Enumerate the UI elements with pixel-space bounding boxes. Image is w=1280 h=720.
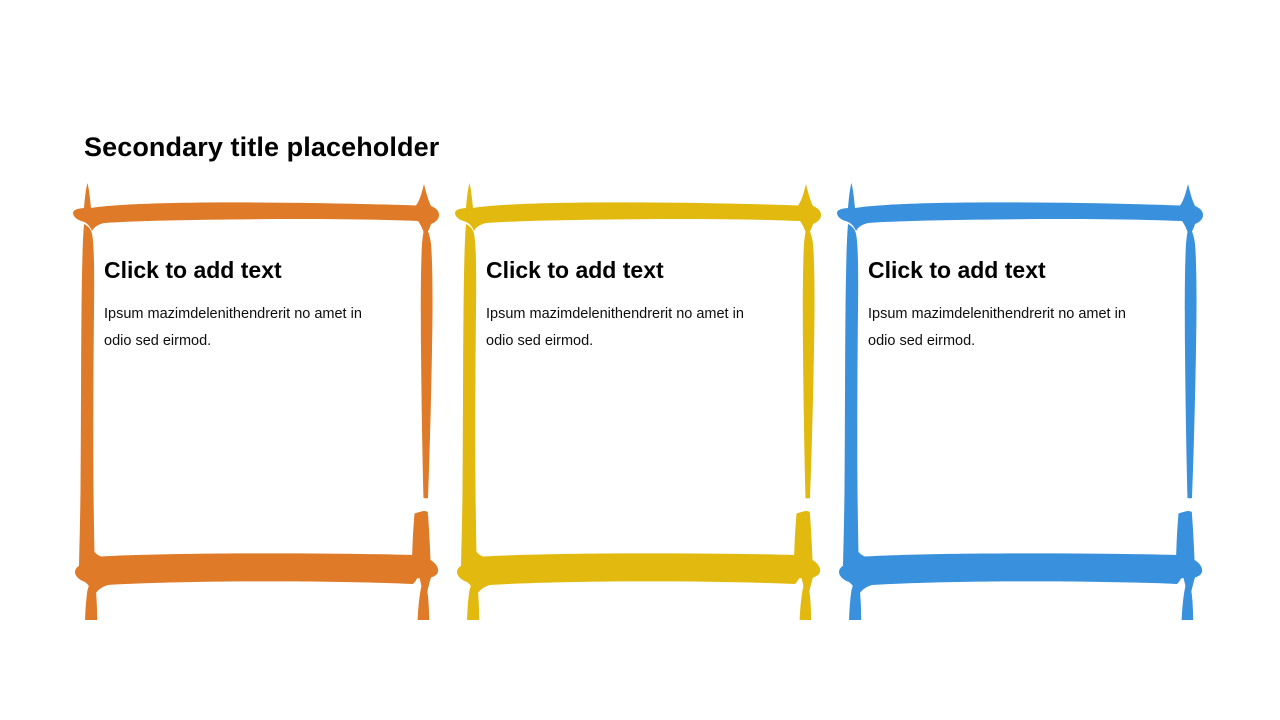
card-body-text[interactable]: Ipsum mazimdelenithendrerit no amet in o… bbox=[104, 306, 362, 349]
card-body-text[interactable]: Ipsum mazimdelenithendrerit no amet in o… bbox=[868, 306, 1126, 349]
card-heading[interactable]: Click to add text bbox=[104, 257, 282, 283]
brush-frame-icon bbox=[837, 183, 1203, 620]
brush-frame-icon bbox=[455, 183, 821, 620]
card-content: Click to add text Ipsum mazimdelenithend… bbox=[868, 257, 1158, 354]
card-yellow[interactable]: Click to add text Ipsum mazimdelenithend… bbox=[450, 180, 830, 620]
card-blue[interactable]: Click to add text Ipsum mazimdelenithend… bbox=[832, 180, 1212, 620]
card-orange[interactable]: Click to add text Ipsum mazimdelenithend… bbox=[68, 180, 448, 620]
card-content: Click to add text Ipsum mazimdelenithend… bbox=[486, 257, 776, 354]
card-body-text[interactable]: Ipsum mazimdelenithendrerit no amet in o… bbox=[486, 306, 744, 349]
card-heading[interactable]: Click to add text bbox=[486, 257, 664, 283]
brush-frame-icon bbox=[73, 183, 439, 620]
card-heading[interactable]: Click to add text bbox=[868, 257, 1046, 283]
card-content: Click to add text Ipsum mazimdelenithend… bbox=[104, 257, 394, 354]
page-title: Secondary title placeholder bbox=[84, 132, 440, 162]
